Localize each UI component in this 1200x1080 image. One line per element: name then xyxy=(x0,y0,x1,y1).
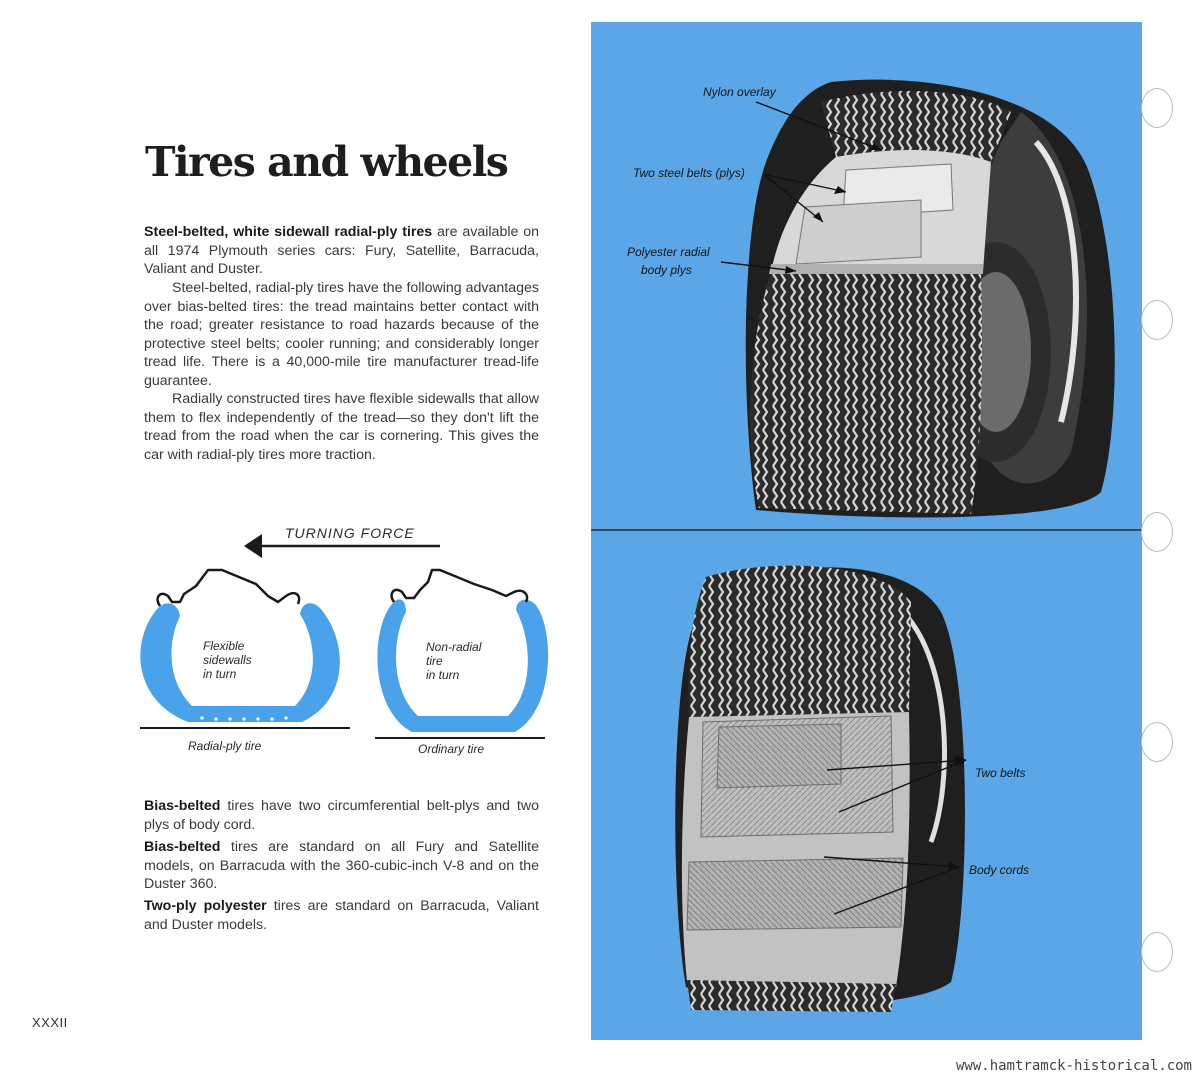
radial-caption: Radial-ply tire xyxy=(188,739,262,753)
radial-wheel-rim xyxy=(156,568,301,607)
bias-tire-photo xyxy=(675,565,965,1012)
advantages-paragraph: Steel-belted, radial-ply tires have the … xyxy=(144,280,539,389)
ordinary-tire-diagram: Non-radial tire in turn Ordinary tire xyxy=(375,568,549,756)
binder-hole-5 xyxy=(1141,932,1173,972)
radial-label-line1: Flexible xyxy=(203,639,245,653)
intro-lead-bold: Steel-belted, white sidewall radial-ply … xyxy=(144,224,433,240)
binder-hole-3 xyxy=(1141,512,1173,552)
binder-hole-2 xyxy=(1141,300,1173,340)
label-polyester-line2: body plys xyxy=(641,263,692,277)
binder-hole-4 xyxy=(1141,722,1173,762)
radial-tire-diagram: Flexible sidewalls in turn Radial-ply ti… xyxy=(140,568,350,753)
page-title: Tires and wheels xyxy=(145,138,509,186)
flex-paragraph: Radially constructed tires have flexible… xyxy=(144,391,539,463)
radial-tire-body xyxy=(140,603,340,722)
intro-lead-rest: are available on all 1974 Plymouth serie… xyxy=(144,224,539,278)
turning-force-arrow xyxy=(244,534,440,558)
label-polyester-line1: Polyester radial xyxy=(627,245,710,259)
bias-p1-rest: tires have two circumferential belt-plys… xyxy=(144,798,539,833)
bias-p3-bold: Two-ply polyester xyxy=(144,898,267,914)
ordinary-caption: Ordinary tire xyxy=(418,742,484,756)
page-number: XXXII xyxy=(32,1015,68,1030)
bottom-callout-lines xyxy=(823,759,967,915)
intro-paragraph: Steel-belted, white sidewall radial-ply … xyxy=(144,223,539,279)
ordinary-wheel-rim xyxy=(390,568,529,603)
label-steel-belts: Two steel belts (plys) xyxy=(633,166,745,180)
ordinary-label-line1: Non-radial xyxy=(426,640,482,654)
tire-flex-diagram: TURNING FORCE Flexible sidewalls in turn… xyxy=(140,525,549,756)
tire-photos: Nylon overlay Two steel belts (plys) Pol… xyxy=(591,79,1142,1012)
bias-paragraph-2: Bias-belted tires are standard on all Fu… xyxy=(144,838,539,894)
turning-force-label: TURNING FORCE xyxy=(285,525,415,541)
radial-label-line2: sidewalls xyxy=(203,653,252,667)
watermark-url: www.hamtramck-historical.com xyxy=(955,1058,1192,1074)
bias-paragraph-1: Bias-belted tires have two circumferenti… xyxy=(144,797,539,834)
binder-hole-1 xyxy=(1141,88,1173,128)
label-two-belts: Two belts xyxy=(975,766,1025,780)
ordinary-label-line2: tire xyxy=(426,654,443,668)
radial-tire-photo xyxy=(745,79,1115,518)
bias-p2-rest: tires are standard on all Fury and Satel… xyxy=(144,839,539,893)
bias-p1-bold: Bias-belted xyxy=(144,798,221,814)
label-body-cords: Body cords xyxy=(969,863,1029,877)
tire-photo-panel: Nylon overlay Two steel belts (plys) Pol… xyxy=(591,22,1142,1040)
ordinary-tire-body xyxy=(377,599,549,732)
ordinary-label-line3: in turn xyxy=(426,668,460,682)
radial-label-line3: in turn xyxy=(203,667,237,681)
label-nylon-overlay: Nylon overlay xyxy=(703,85,777,99)
top-callout-lines xyxy=(720,101,882,272)
bias-p2-bold: Bias-belted xyxy=(144,839,221,855)
bias-paragraph-3: Two-ply polyester tires are standard on … xyxy=(144,897,539,934)
bias-p3-rest: tires are standard on Barracuda, Valiant… xyxy=(144,898,539,933)
